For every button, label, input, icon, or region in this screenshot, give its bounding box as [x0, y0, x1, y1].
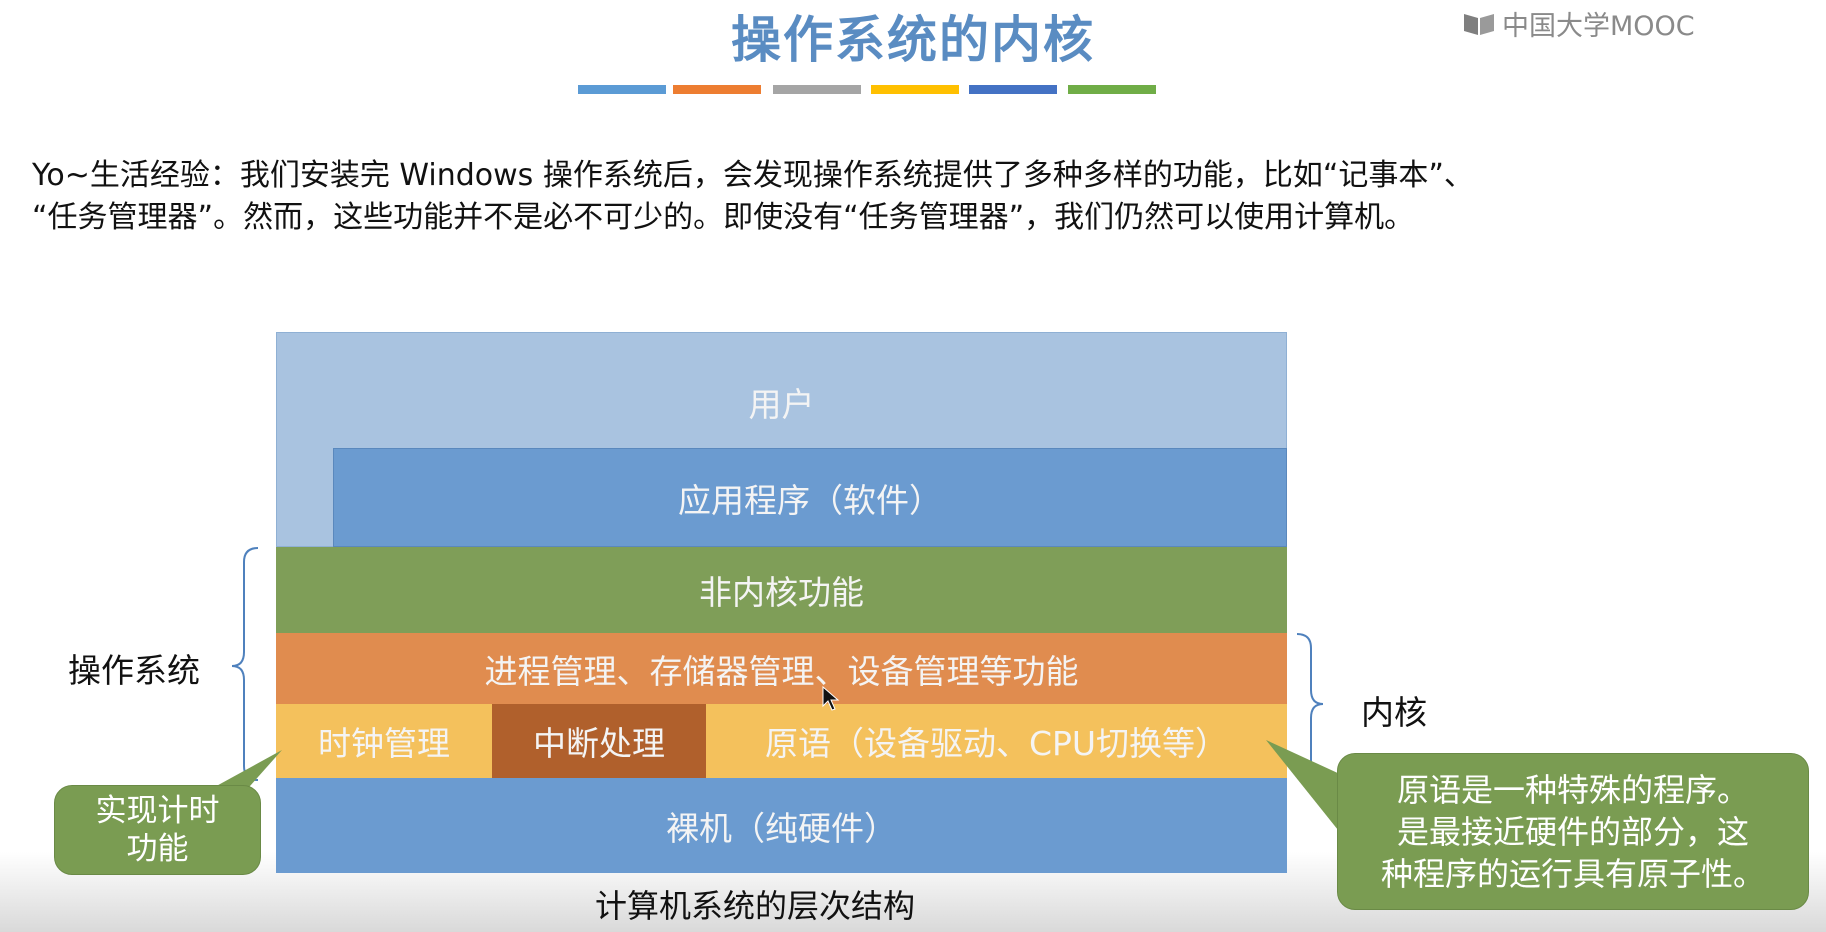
layer-management-label: 进程管理、存储器管理、设备管理等功能 [484, 651, 1079, 691]
layer-primitives-label: 原语（设备驱动、CPU切换等） [764, 724, 1229, 763]
color-bar-yellow [871, 85, 959, 94]
layer-hardware: 裸机（纯硬件） [276, 778, 1287, 873]
color-bar-darkblue [969, 85, 1057, 94]
intro-line-2: “任务管理器”。然而，这些功能并不是必不可少的。即使没有“任务管理器”，我们仍然… [32, 200, 1415, 235]
diagram-caption: 计算机系统的层次结构 [594, 887, 915, 925]
color-bar-orange [673, 85, 761, 94]
layer-hardware-label: 裸机（纯硬件） [666, 808, 897, 848]
layer-primitives: 原语（设备驱动、CPU切换等） [706, 704, 1287, 778]
timer-callout: 实现计时 功能 [54, 785, 261, 875]
primitive-callout-line-1: 原语是一种特殊的程序。 [1396, 770, 1749, 809]
timer-callout-line-1: 实现计时 [95, 793, 220, 829]
slide-title: 操作系统的内核 [731, 11, 1095, 69]
os-label: 操作系统 [68, 651, 200, 690]
layer-clock: 时钟管理 [276, 704, 492, 778]
mouse-cursor-icon [822, 686, 840, 711]
primitive-callout-line-3: 种程序的运行具有原子性。 [1380, 854, 1765, 893]
logo-text: 中国大学MOOC [1502, 10, 1695, 42]
layer-applications-label: 应用程序（软件） [678, 480, 942, 520]
layer-management: 进程管理、存储器管理、设备管理等功能 [276, 633, 1287, 704]
kernel-label: 内核 [1361, 693, 1427, 732]
layer-non-kernel: 非内核功能 [276, 547, 1287, 633]
color-bar-blue [578, 85, 666, 94]
layer-non-kernel-label: 非内核功能 [699, 573, 864, 612]
layer-applications: 应用程序（软件） [333, 448, 1287, 547]
timer-callout-pointer [200, 750, 282, 795]
layer-user-label: 用户 [748, 385, 815, 424]
book-logo-icon [1464, 14, 1494, 35]
primitive-callout-pointer [1266, 740, 1342, 835]
intro-line-1: Yo~生活经验：我们安装完 Windows 操作系统后，会发现操作系统提供了多种… [32, 158, 1474, 193]
color-bar-gray [773, 85, 861, 94]
primitive-callout: 原语是一种特殊的程序。 是最接近硬件的部分，这 种程序的运行具有原子性。 [1337, 753, 1809, 910]
layer-interrupt-label: 中断处理 [533, 724, 665, 763]
intro-paragraph: Yo~生活经验：我们安装完 Windows 操作系统后，会发现操作系统提供了多种… [32, 155, 1812, 239]
mooc-logo: 中国大学MOOC [1462, 6, 1695, 42]
primitive-callout-line-2: 是最接近硬件的部分，这 [1396, 812, 1749, 851]
layer-interrupt: 中断处理 [492, 704, 706, 778]
color-bar-green [1068, 85, 1156, 94]
layer-clock-label: 时钟管理 [318, 724, 450, 763]
timer-callout-line-2: 功能 [126, 831, 189, 867]
os-brace [231, 547, 259, 781]
